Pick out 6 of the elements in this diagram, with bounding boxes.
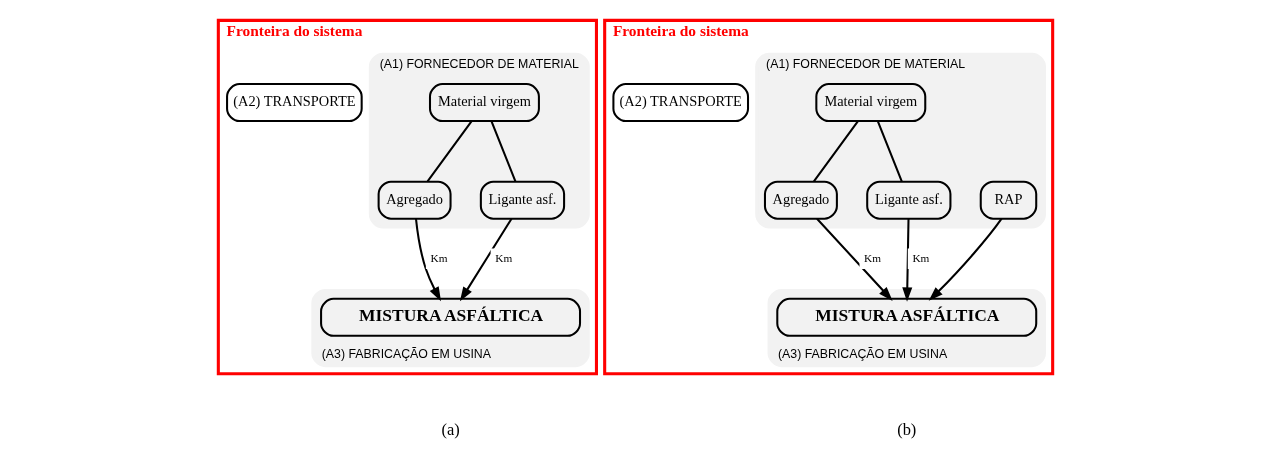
edge-label: Km xyxy=(912,251,930,264)
edge-label: Km xyxy=(430,251,448,264)
edge-label: Km xyxy=(864,251,882,264)
edge-label: Km xyxy=(495,251,513,264)
node-label: (a) xyxy=(441,420,460,440)
node-label: (b) xyxy=(897,420,917,440)
